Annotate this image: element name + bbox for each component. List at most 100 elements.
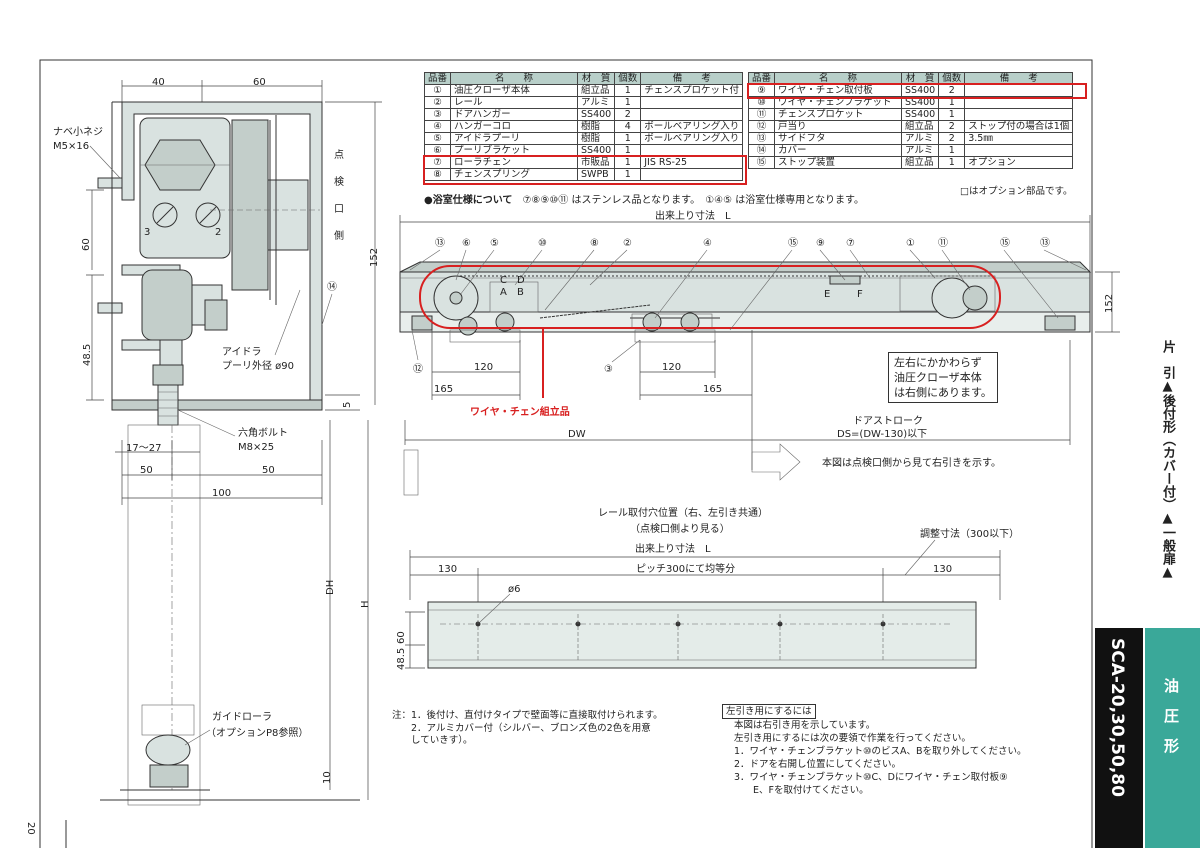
label-idler: アイドラ [222,346,262,358]
callout-2: ② [623,238,632,249]
label-bolt-size: M8×25 [238,442,274,453]
label-guide: ガイドローラ [212,711,272,723]
callout-8: ⑧ [590,238,599,249]
pulley-flange [267,179,309,251]
sidebar-type-band: 油 圧 形 [1145,628,1200,848]
dim-60-rail: 60 [396,631,407,644]
letter-e: E [824,289,830,300]
dim-60-side: 60 [81,238,92,251]
col-header: 備 考 [964,72,1074,85]
footnotes: 注：1．後付け、直付けタイプで壁面等に直接取付けられます。 2．アルミカバー付（… [392,710,663,746]
callout-13-right: ⑬ [1040,237,1050,249]
housing-top [121,101,323,406]
letter-b: B [517,287,524,298]
rail-subtitle: （点検口側より見る） [630,522,730,535]
col-header: 個数 [614,72,642,85]
callout-10: ⑩ [538,238,547,249]
guide-roller [145,734,191,766]
dim-165-right: 165 [703,384,722,395]
front-length-title: 出来上り寸法 L [655,209,731,222]
pulley-hub [231,119,269,291]
view-note: 本図は点検口側から見て右引きを示す。 [822,456,1001,469]
label-bolt: 六角ボルト [238,427,288,439]
col-header: 備 考 [640,72,744,85]
dim-h: H [360,600,371,608]
letter-d: D [517,275,525,286]
dim-130-left: 130 [438,564,457,575]
inspection-side-2: 検 [334,175,344,188]
cover-bottom [111,399,323,411]
dim-40: 40 [152,77,165,88]
col-header: 名 称 [774,72,903,85]
letter-a: A [500,287,507,298]
sidebar-type: 油 圧 形 [1162,678,1180,753]
left-swing-title: 左引き用にするには [722,704,816,719]
dim-dh: DH [325,580,336,595]
bath-note: ●浴室仕様について ⑦⑧⑨⑩⑪ はステンレス品となります。 ①④⑤ は浴室仕様専… [424,195,864,206]
callout-3: ③ [604,364,613,375]
section-view: 40 60 3 2 [53,77,382,806]
inspection-side-1: 点 [334,149,344,161]
dim-50-right: 50 [262,465,275,476]
dim-48-5-rail: 48.5 [396,648,407,670]
dim-50-left: 50 [140,465,153,476]
front-callouts: ⑬ ⑥ ⑤ ⑩ ⑧ ② ④ ⑮ ⑨ ⑦ ① ⑪ ⑮ ⑬ [435,237,1050,249]
col-header: 品番 [423,72,452,85]
rail-adjust: 調整寸法（300以下） [920,527,1019,540]
chain-bracket [489,281,539,313]
letter-f: F [857,289,863,300]
callout-15-left: ⑮ [788,237,798,249]
callout-6: ⑥ [462,238,471,249]
direction-arrow [751,443,801,481]
rail-plate [427,601,977,669]
bolt-shaft [157,384,179,426]
callout-12: ⑫ [413,363,423,375]
sidebar-breadcrumb: 片 引▲後付形（カバー付）▲一般扉▲ [1160,340,1175,580]
dim-5: 5 [342,402,353,408]
rail-holes-view: レール取付穴位置（右、左引き共通） （点検口側より見る） 出来上り寸法 L 調整… [396,506,1019,670]
dim-152: 152 [369,248,380,267]
wire-chain-label: ワイヤ・チェン組立品 [470,405,570,418]
col-header: 材 質 [577,72,616,85]
dim-100: 100 [212,488,231,499]
callout-14: ⑭ [327,281,337,293]
callout-7: ⑦ [846,238,855,249]
callout-1: ① [906,238,915,249]
callout-9: ⑨ [816,238,825,249]
sidebar-breadcrumb-area: 片 引▲後付形（カバー付）▲一般扉▲ [1144,340,1200,625]
dim-120-left: 120 [474,362,493,373]
callout-5: ⑤ [490,238,499,249]
dim-130-right: 130 [933,564,952,575]
stroke-title: ドアストローク [853,415,923,427]
rail-title: レール取付穴位置（右、左引き共通） [598,506,768,519]
callout-13-left: ⑬ [435,237,445,249]
sidebar-model-band: SCA-20,30,50,80 [1095,628,1143,848]
dim-48-5: 48.5 [82,344,93,366]
label-nabe: ナベ小ネジ [53,126,103,138]
dim-dw: DW [568,429,586,440]
col-header: 個数 [938,72,966,85]
col-header: 材 質 [901,72,940,85]
dim-165-left: 165 [434,384,453,395]
door-leaf [127,424,201,806]
col-header: 名 称 [450,72,579,85]
inspection-side-4: 側 [334,229,344,242]
highlight-row-9 [747,83,1087,99]
wire-chain-highlight [419,265,1001,329]
label-nabe-size: M5×16 [53,141,89,152]
bolt-head [152,364,184,386]
left-swing-section: 左引き用にするには 本図は右引き用を示しています。 左引き用にするには次の要領で… [722,704,1026,797]
closer-position-note: 左右にかかわらず 油圧クローザ本体 は右側にあります。 [888,352,998,403]
front-view: 出来上り寸法 L ワイヤ・チェン組立品 ⑬ ⑥ ⑤ ⑩ ⑧ [399,209,1120,496]
label-guide-note: （オプションP8参照） [206,726,308,739]
